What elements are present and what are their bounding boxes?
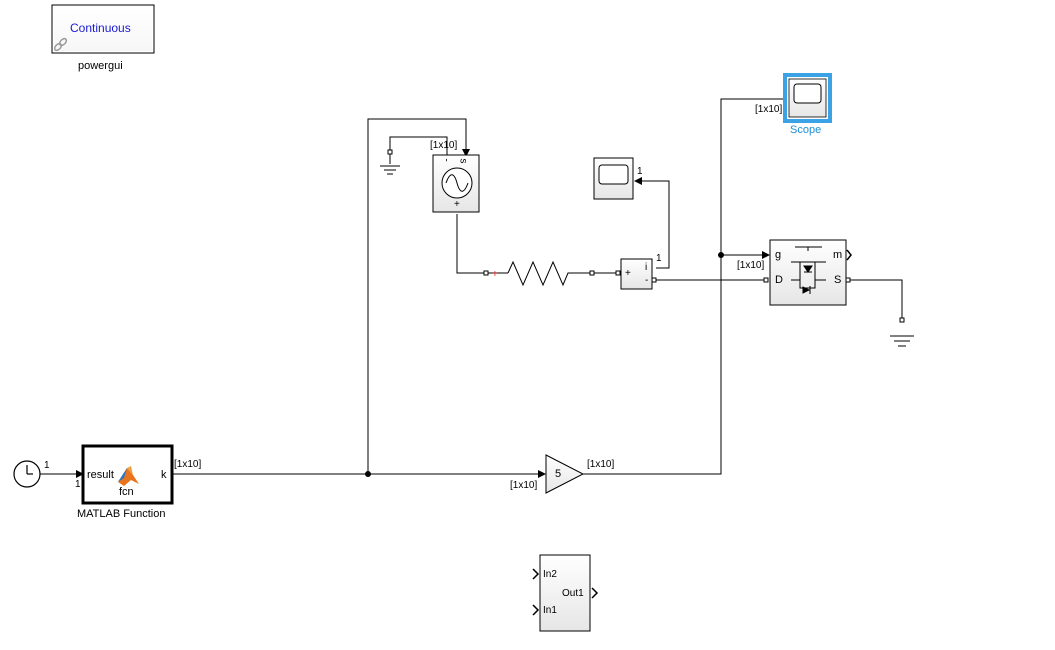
mosfet-symbol-icon (791, 246, 826, 294)
clock-port-label: 1 (44, 460, 50, 471)
scope-screen-icon (598, 164, 629, 185)
powergui-name: powergui (78, 60, 123, 72)
powergui-mode-label: Continuous (70, 21, 131, 35)
fcn-block-name: MATLAB Function (77, 508, 166, 520)
source-plus-label: + (454, 199, 460, 210)
wire-source-ground[interactable] (389, 136, 448, 155)
meas-plus-label: + (625, 268, 631, 279)
matlab-function-block[interactable] (81, 444, 174, 505)
source-dim-label: [1x10] (430, 140, 458, 151)
fcn-body-label: fcn (119, 486, 134, 498)
gain-value: 5 (555, 468, 562, 480)
powergui-block[interactable] (51, 4, 155, 54)
wire-branch-to-source[interactable] (367, 118, 467, 474)
gain-in-dim: [1x10] (510, 480, 538, 491)
scope-name: Scope (790, 124, 822, 136)
mosfet-g-label: g (775, 249, 782, 261)
junction-dot (718, 252, 724, 258)
scope-block[interactable] (783, 73, 832, 123)
mosfet-m-label: m (833, 249, 843, 261)
subsystem-block[interactable] (532, 554, 599, 632)
ac-voltage-source-block[interactable] (432, 154, 480, 213)
mosfet-s-label: S (834, 274, 842, 286)
wire-source-to-resistor[interactable] (456, 214, 486, 274)
gain-block[interactable] (545, 454, 585, 494)
fcn-out-dim: [1x10] (174, 459, 202, 470)
source-s-label: s (457, 158, 469, 164)
matlab-logo-icon (118, 466, 139, 486)
input-port-chevron (532, 604, 540, 616)
arrowheads (76, 95, 792, 478)
wire-meas-to-scope[interactable] (642, 180, 670, 269)
ground-icon (890, 317, 914, 347)
gain-out-dim: [1x10] (587, 459, 615, 470)
scope-small-dim: 1 (637, 166, 643, 177)
fcn-in-dim: 1 (75, 479, 81, 490)
signal-wires (40, 98, 903, 475)
mosfet-d-label: D (775, 274, 783, 286)
output-port-chevron (591, 587, 599, 599)
subsystem-out1-label: Out1 (562, 588, 584, 599)
meas-out-dim: 1 (656, 253, 662, 264)
clock-block[interactable] (13, 460, 41, 488)
clock-icon (26, 465, 33, 475)
mosfet-g-dim: [1x10] (737, 260, 765, 271)
mosfet-block[interactable] (763, 239, 852, 306)
scope-screen-icon (793, 83, 822, 104)
scope-small-block[interactable] (593, 157, 634, 200)
link-icon (53, 37, 68, 52)
junction-dot (365, 471, 371, 477)
source-minus-label: - (440, 158, 452, 162)
fcn-in-port-label: result (87, 469, 114, 481)
fcn-out-port-label: k (161, 469, 167, 481)
output-port-chevron (846, 249, 852, 261)
meas-i-label: i (645, 262, 648, 273)
subsystem-in1-label: In1 (543, 605, 557, 616)
plus-marker: + (492, 269, 498, 280)
port-red-marker (483, 270, 489, 276)
current-measurement-block[interactable] (615, 258, 657, 290)
input-port-chevron (532, 568, 540, 580)
resistor-block[interactable]: + (483, 260, 595, 287)
subsystem-in2-label: In2 (543, 569, 557, 580)
ground-icon (380, 149, 400, 175)
wire-source-pin-ground[interactable] (850, 279, 903, 320)
meas-minus-label: - (645, 275, 649, 286)
scope-dim-label: [1x10] (755, 104, 783, 115)
wire-gain-to-mosfet[interactable] (583, 98, 787, 475)
